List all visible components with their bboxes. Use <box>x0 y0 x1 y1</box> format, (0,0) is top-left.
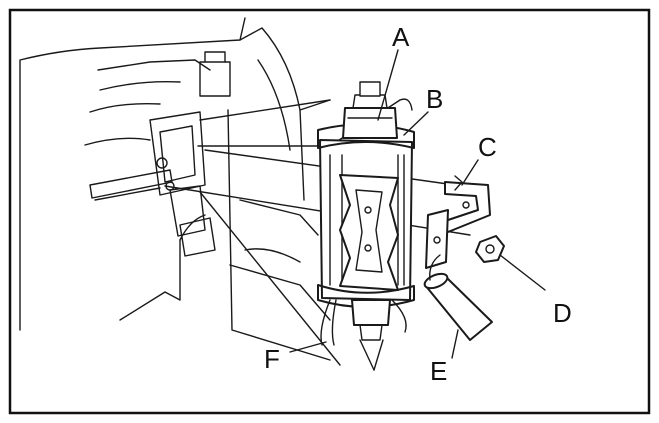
callout-label-c: C <box>478 132 497 162</box>
callout-label-e: E <box>430 356 447 386</box>
hose-e <box>423 254 493 341</box>
vehicle-body-panel <box>19 17 331 361</box>
callout-pointers <box>289 49 546 371</box>
callout-label-d: D <box>553 298 572 328</box>
callout-label-a: A <box>392 22 410 52</box>
nut-d <box>475 235 505 263</box>
canister-assembly <box>317 81 415 346</box>
mounting-bracket-on-body <box>149 51 231 257</box>
bracket-c <box>425 175 491 269</box>
leader-lines <box>164 99 471 366</box>
callout-label-f: F <box>264 344 280 374</box>
callout-label-b: B <box>426 84 443 114</box>
